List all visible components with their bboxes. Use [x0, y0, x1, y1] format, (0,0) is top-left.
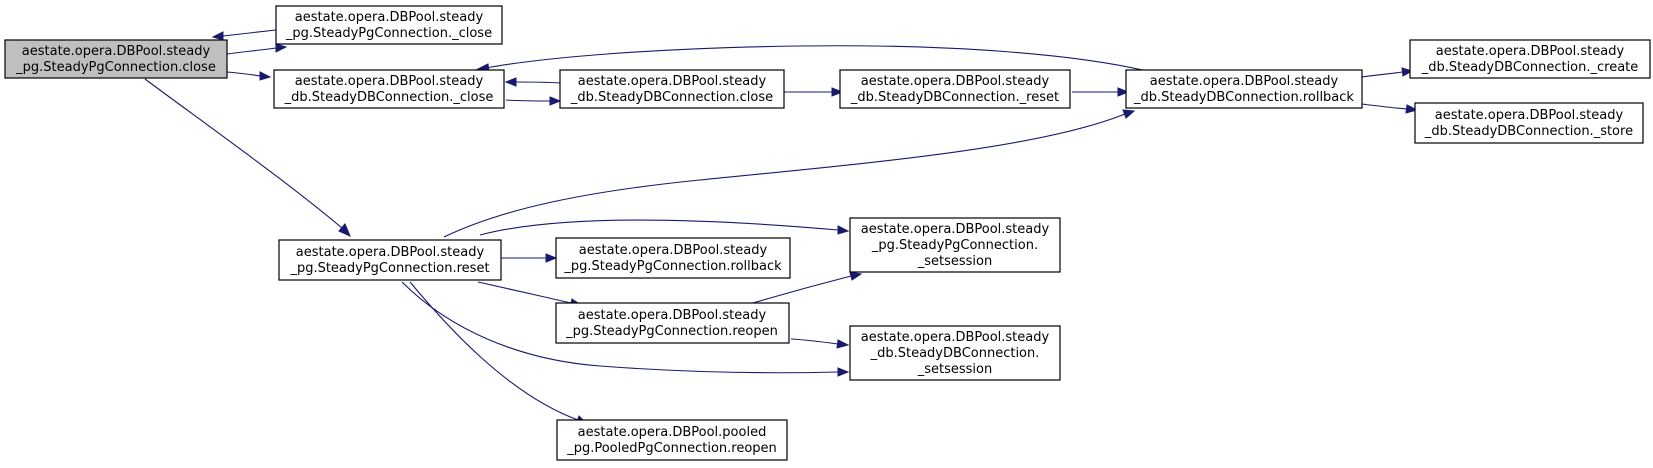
node-label-line: _db.SteadyDBConnection._close	[284, 90, 494, 105]
node-label-line: aestate.opera.DBPool.steady	[579, 243, 768, 258]
edge-close-db-to-private-close-db	[504, 77, 561, 87]
node-label-line: aestate.opera.DBPool.steady	[295, 74, 484, 89]
node-label-line: _db.SteadyDBConnection.close	[570, 90, 773, 105]
edge-close-db-to-private-reset-db	[784, 87, 844, 97]
node-steady-pg-close[interactable]: aestate.opera.DBPool.steady _pg.SteadyPg…	[4, 39, 228, 79]
edge-reset-pg-to-setsession-db	[401, 281, 850, 377]
node-label-line: _db.SteadyDBConnection._create	[1421, 60, 1639, 75]
node-steady-db-private-reset[interactable]: aestate.opera.DBPool.steady _db.SteadyDB…	[839, 69, 1071, 109]
edge-reset-pg-to-setsession-pg	[479, 219, 850, 236]
node-label-line: aestate.opera.DBPool.steady	[1150, 74, 1339, 89]
node-label-line: _setsession	[917, 362, 993, 377]
node-label-line: _pg.PooledPgConnection.reopen	[566, 441, 777, 456]
node-label-line: _db.SteadyDBConnection.rollback	[1133, 90, 1354, 105]
node-label-line: aestate.opera.DBPool.steady	[295, 10, 484, 25]
nodes-layer: aestate.opera.DBPool.steady _pg.SteadyPg…	[4, 5, 1651, 461]
edge-reset-pg-to-rollback-db	[443, 109, 1136, 238]
node-steady-pg-reset[interactable]: aestate.opera.DBPool.steady _pg.SteadyPg…	[278, 239, 502, 281]
node-label-line: _pg.SteadyPgConnection.close	[15, 60, 216, 75]
edge-reopen-pg-to-setsession-pg	[745, 271, 863, 306]
node-label-line: aestate.opera.DBPool.steady	[861, 330, 1050, 345]
node-label-line: aestate.opera.DBPool.steady	[861, 222, 1050, 237]
node-label-line: aestate.opera.DBPool.steady	[1436, 44, 1625, 59]
node-steady-db-rollback[interactable]: aestate.opera.DBPool.steady _db.SteadyDB…	[1125, 69, 1363, 109]
edge-close-pg-to-private-close-pg	[226, 43, 288, 55]
node-label-line: aestate.opera.DBPool.steady	[861, 74, 1050, 89]
node-label-line: _setsession	[917, 254, 993, 269]
node-label-line: aestate.opera.DBPool.steady	[578, 74, 767, 89]
node-label-line: _db.SteadyDBConnection.	[870, 346, 1040, 361]
node-label-line: aestate.opera.DBPool.steady	[1435, 108, 1624, 123]
edge-private-reset-db-to-rollback-db	[1072, 87, 1130, 97]
node-label-line: aestate.opera.DBPool.steady	[578, 308, 767, 323]
node-label-line: _pg.SteadyPgConnection._close	[285, 26, 492, 41]
node-label-line: _pg.SteadyPgConnection.reset	[289, 261, 489, 276]
node-label-line: aestate.opera.DBPool.steady	[296, 245, 485, 260]
node-label-line: aestate.opera.DBPool.steady	[22, 44, 211, 59]
node-steady-db-private-store[interactable]: aestate.opera.DBPool.steady _db.SteadyDB…	[1414, 102, 1644, 144]
edge-rollback-db-to-create-db	[1361, 67, 1414, 78]
node-label-line: _pg.SteadyPgConnection.reopen	[565, 324, 778, 339]
node-label-line: _pg.SteadyPgConnection.	[871, 238, 1038, 253]
node-label-line: _db.SteadyDBConnection._reset	[850, 90, 1059, 105]
edges-layer	[144, 29, 1419, 425]
node-steady-pg-reopen[interactable]: aestate.opera.DBPool.steady _pg.SteadyPg…	[555, 302, 790, 344]
node-steady-pg-private-close[interactable]: aestate.opera.DBPool.steady _pg.SteadyPg…	[275, 5, 503, 45]
edge-rollback-db-to-private-close-db	[474, 45, 1156, 74]
edge-rollback-db-to-store-db	[1361, 103, 1419, 114]
edge-private-close-db-to-close-db	[505, 96, 562, 106]
edge-reopen-pg-to-setsession-db	[790, 338, 850, 349]
node-pooled-pg-reopen[interactable]: aestate.opera.DBPool.pooled _pg.PooledPg…	[556, 419, 788, 461]
node-steady-db-close[interactable]: aestate.opera.DBPool.steady _db.SteadyDB…	[559, 69, 785, 109]
node-steady-db-private-close[interactable]: aestate.opera.DBPool.steady _db.SteadyDB…	[273, 69, 505, 109]
node-steady-pg-setsession[interactable]: aestate.opera.DBPool.steady _pg.SteadyPg…	[849, 217, 1061, 273]
node-steady-db-private-create[interactable]: aestate.opera.DBPool.steady _db.SteadyDB…	[1409, 39, 1651, 79]
node-label-line: _pg.SteadyPgConnection.rollback	[563, 259, 782, 274]
node-steady-db-setsession[interactable]: aestate.opera.DBPool.steady _db.SteadyDB…	[849, 325, 1061, 381]
edge-private-close-pg-to-close-pg	[211, 29, 277, 41]
node-label-line: aestate.opera.DBPool.pooled	[578, 425, 767, 440]
edge-reset-pg-to-rollback-pg	[499, 253, 558, 263]
edge-close-pg-to-private-close-db	[226, 71, 272, 81]
node-steady-pg-rollback[interactable]: aestate.opera.DBPool.steady _pg.SteadyPg…	[555, 237, 791, 279]
edge-close-pg-to-reset-pg	[144, 78, 351, 237]
node-label-line: _db.SteadyDBConnection._store	[1424, 124, 1633, 139]
